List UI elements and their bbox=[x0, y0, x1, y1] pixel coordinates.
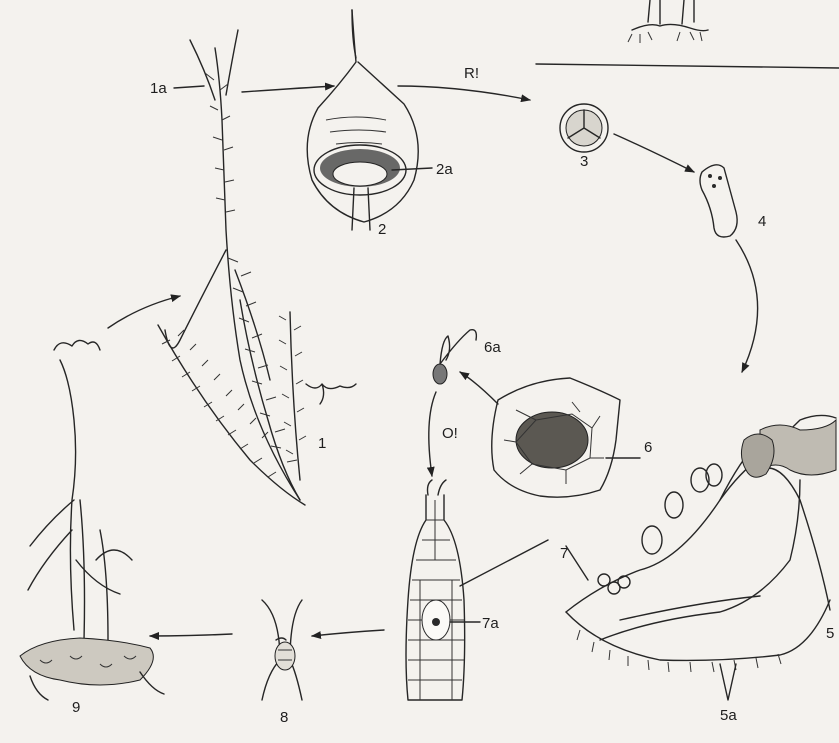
antheridium bbox=[492, 378, 620, 497]
label-6: 6 bbox=[644, 439, 652, 456]
label-5a: 5a bbox=[720, 707, 737, 724]
label-6a: 6a bbox=[484, 339, 501, 356]
arrow-6-to-6a bbox=[460, 372, 498, 404]
archegonium bbox=[406, 480, 465, 700]
leader-1a bbox=[174, 86, 204, 88]
label-9: 9 bbox=[72, 699, 80, 716]
label-2: 2 bbox=[378, 221, 386, 238]
spore bbox=[560, 104, 608, 152]
arrow-1a-to-2 bbox=[242, 86, 334, 92]
leader-7-gametophyte bbox=[566, 546, 588, 580]
young-sporophyte bbox=[20, 340, 164, 700]
arrow-6a-to-7 bbox=[429, 392, 436, 476]
label-1: 1 bbox=[318, 435, 326, 452]
arrow-3-to-4 bbox=[614, 134, 694, 172]
arrow-2-to-3 bbox=[398, 86, 530, 100]
sporophyte-plant bbox=[158, 30, 356, 505]
label-R: R! bbox=[464, 65, 479, 82]
label-1a: 1a bbox=[150, 80, 167, 97]
sporophyll-with-sporangium bbox=[307, 10, 418, 230]
label-7a: 7a bbox=[482, 615, 499, 632]
label-2a: 2a bbox=[436, 161, 453, 178]
sperm-cell bbox=[433, 330, 476, 384]
leader-7-archegonium bbox=[460, 540, 548, 586]
cycle-arrows bbox=[108, 86, 758, 636]
arrow-9-to-1 bbox=[108, 296, 180, 328]
arrow-8-to-9 bbox=[150, 634, 232, 636]
label-3: 3 bbox=[580, 153, 588, 170]
label-5: 5 bbox=[826, 625, 834, 642]
label-4: 4 bbox=[758, 213, 766, 230]
label-8: 8 bbox=[280, 709, 288, 726]
top-fragment-illustration bbox=[536, 0, 839, 68]
arrow-4-to-5 bbox=[736, 240, 758, 372]
germinating-prothallus bbox=[700, 165, 737, 237]
arrow-7-to-8 bbox=[312, 630, 384, 636]
label-O: O! bbox=[442, 425, 458, 442]
embryo bbox=[262, 600, 302, 700]
